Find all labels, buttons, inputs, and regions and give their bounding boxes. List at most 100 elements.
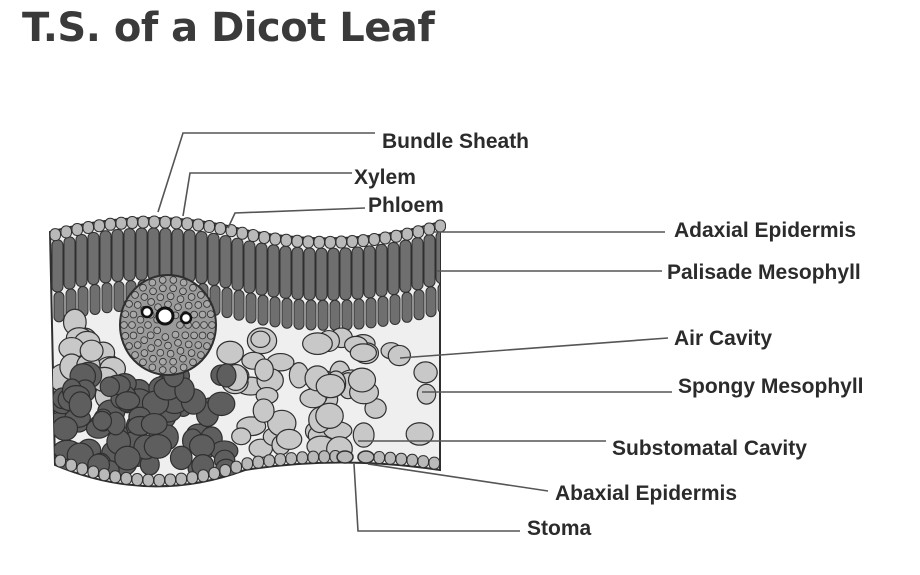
palisade-cell [306,300,316,330]
bundle-cell [159,358,166,365]
ground-tissue-cell [144,435,171,459]
palisade-cell [136,228,147,280]
bundle-cell [195,302,202,309]
palisade-cell [364,246,375,298]
xylem-vessel [157,308,173,324]
bundle-cell [188,350,195,357]
palisade-cell [160,228,171,280]
palisade-cell [280,246,291,298]
spongy-cell [217,341,243,364]
spongy-cell [316,374,345,397]
palisade-cell [426,287,436,317]
label-substomatal-cavity: Substomatal Cavity [612,437,807,460]
bundle-cell [177,347,184,354]
label-xylem: Xylem [354,166,416,189]
epidermis-cell [270,233,281,245]
epidermis-cell [160,216,171,228]
epidermis-cell [215,222,226,234]
xylem-vessel [181,313,191,323]
epidermis-cell [286,453,297,465]
bundle-cell [155,339,162,346]
bundle-cell [201,322,208,329]
bundle-cell [199,332,206,339]
epidermis-cell [248,230,259,242]
epidermis-cell [303,236,314,248]
ground-tissue-cell [69,392,91,417]
bundle-cell [165,342,172,349]
bundle-cell [167,293,174,300]
epidermis-cell [424,223,435,235]
epidermis-cell [55,455,66,467]
epidermis-cell [143,474,154,486]
label-abaxial-epidermis: Abaxial Epidermis [555,482,737,505]
ground-tissue-cell [190,435,215,458]
palisade-cell [196,232,207,284]
bundle-cell [180,279,187,286]
palisade-cell [220,236,231,288]
bundle-cell [167,350,174,357]
bundle-cell [185,302,192,309]
ground-tissue-cell [116,392,140,410]
palisade-cell [316,248,327,300]
epidermis-cell [418,456,429,468]
palisade-cell [268,245,279,297]
epidermis-cell [209,467,220,479]
palisade-cell [124,229,135,281]
bundle-cell [159,367,166,374]
ground-tissue-cell [100,377,119,396]
spongy-cell [388,345,410,365]
epidermis-cell [132,474,143,486]
epidermis-cell [259,231,270,243]
bundle-cell [137,327,144,334]
bundle-cell [204,343,211,350]
bundle-cell [150,288,157,295]
epidermis-cell [347,235,358,247]
epidermis-cell [154,474,165,486]
spongy-cell [350,344,376,362]
bundle-cell [141,337,148,344]
epidermis-cell [88,466,99,478]
bundle-cell [148,345,155,352]
epidermis-cell [187,472,198,484]
bundle-cell [170,277,177,284]
palisade-cell [258,295,268,325]
epidermis-cell [292,235,303,247]
ground-tissue-cell [115,446,140,470]
bundle-cell [175,339,182,346]
palisade-cell [54,292,64,322]
epidermis-cell [50,229,61,241]
epidermis-cell [396,453,407,465]
bundle-cell [190,284,197,291]
epidermis-cell [281,234,292,246]
ground-tissue-cell [217,364,236,387]
palisade-cell [304,248,315,300]
epidermis-cell [193,219,204,231]
bundle-cell [121,322,128,329]
palisade-cell [246,293,256,323]
palisade-cell [388,243,399,295]
vascular-bundle [120,275,216,375]
epidermis-cell [220,465,231,477]
epidermis-cell [72,224,83,236]
epidermis-cell [308,451,319,463]
palisade-cell [376,244,387,296]
epidermis-cell [83,221,94,233]
palisade-cell [232,238,243,290]
epidermis-cell [165,474,176,486]
leader-phloem [228,208,365,228]
spongy-cell [353,423,374,447]
bundle-cell [140,359,147,366]
label-phloem: Phloem [368,194,444,217]
bundle-cell [170,285,177,292]
bundle-cell [180,288,187,295]
bundle-cell [162,334,169,341]
bundle-cell [190,359,197,366]
epidermis-cell [242,458,253,470]
palisade-cell [330,300,340,330]
epidermis-cell [358,235,369,247]
bundle-cell [180,364,187,371]
label-bundle-sheath: Bundle Sheath [382,130,529,153]
bundle-cell [132,352,139,359]
epidermis-cell [110,471,121,483]
palisade-cell [52,240,63,292]
